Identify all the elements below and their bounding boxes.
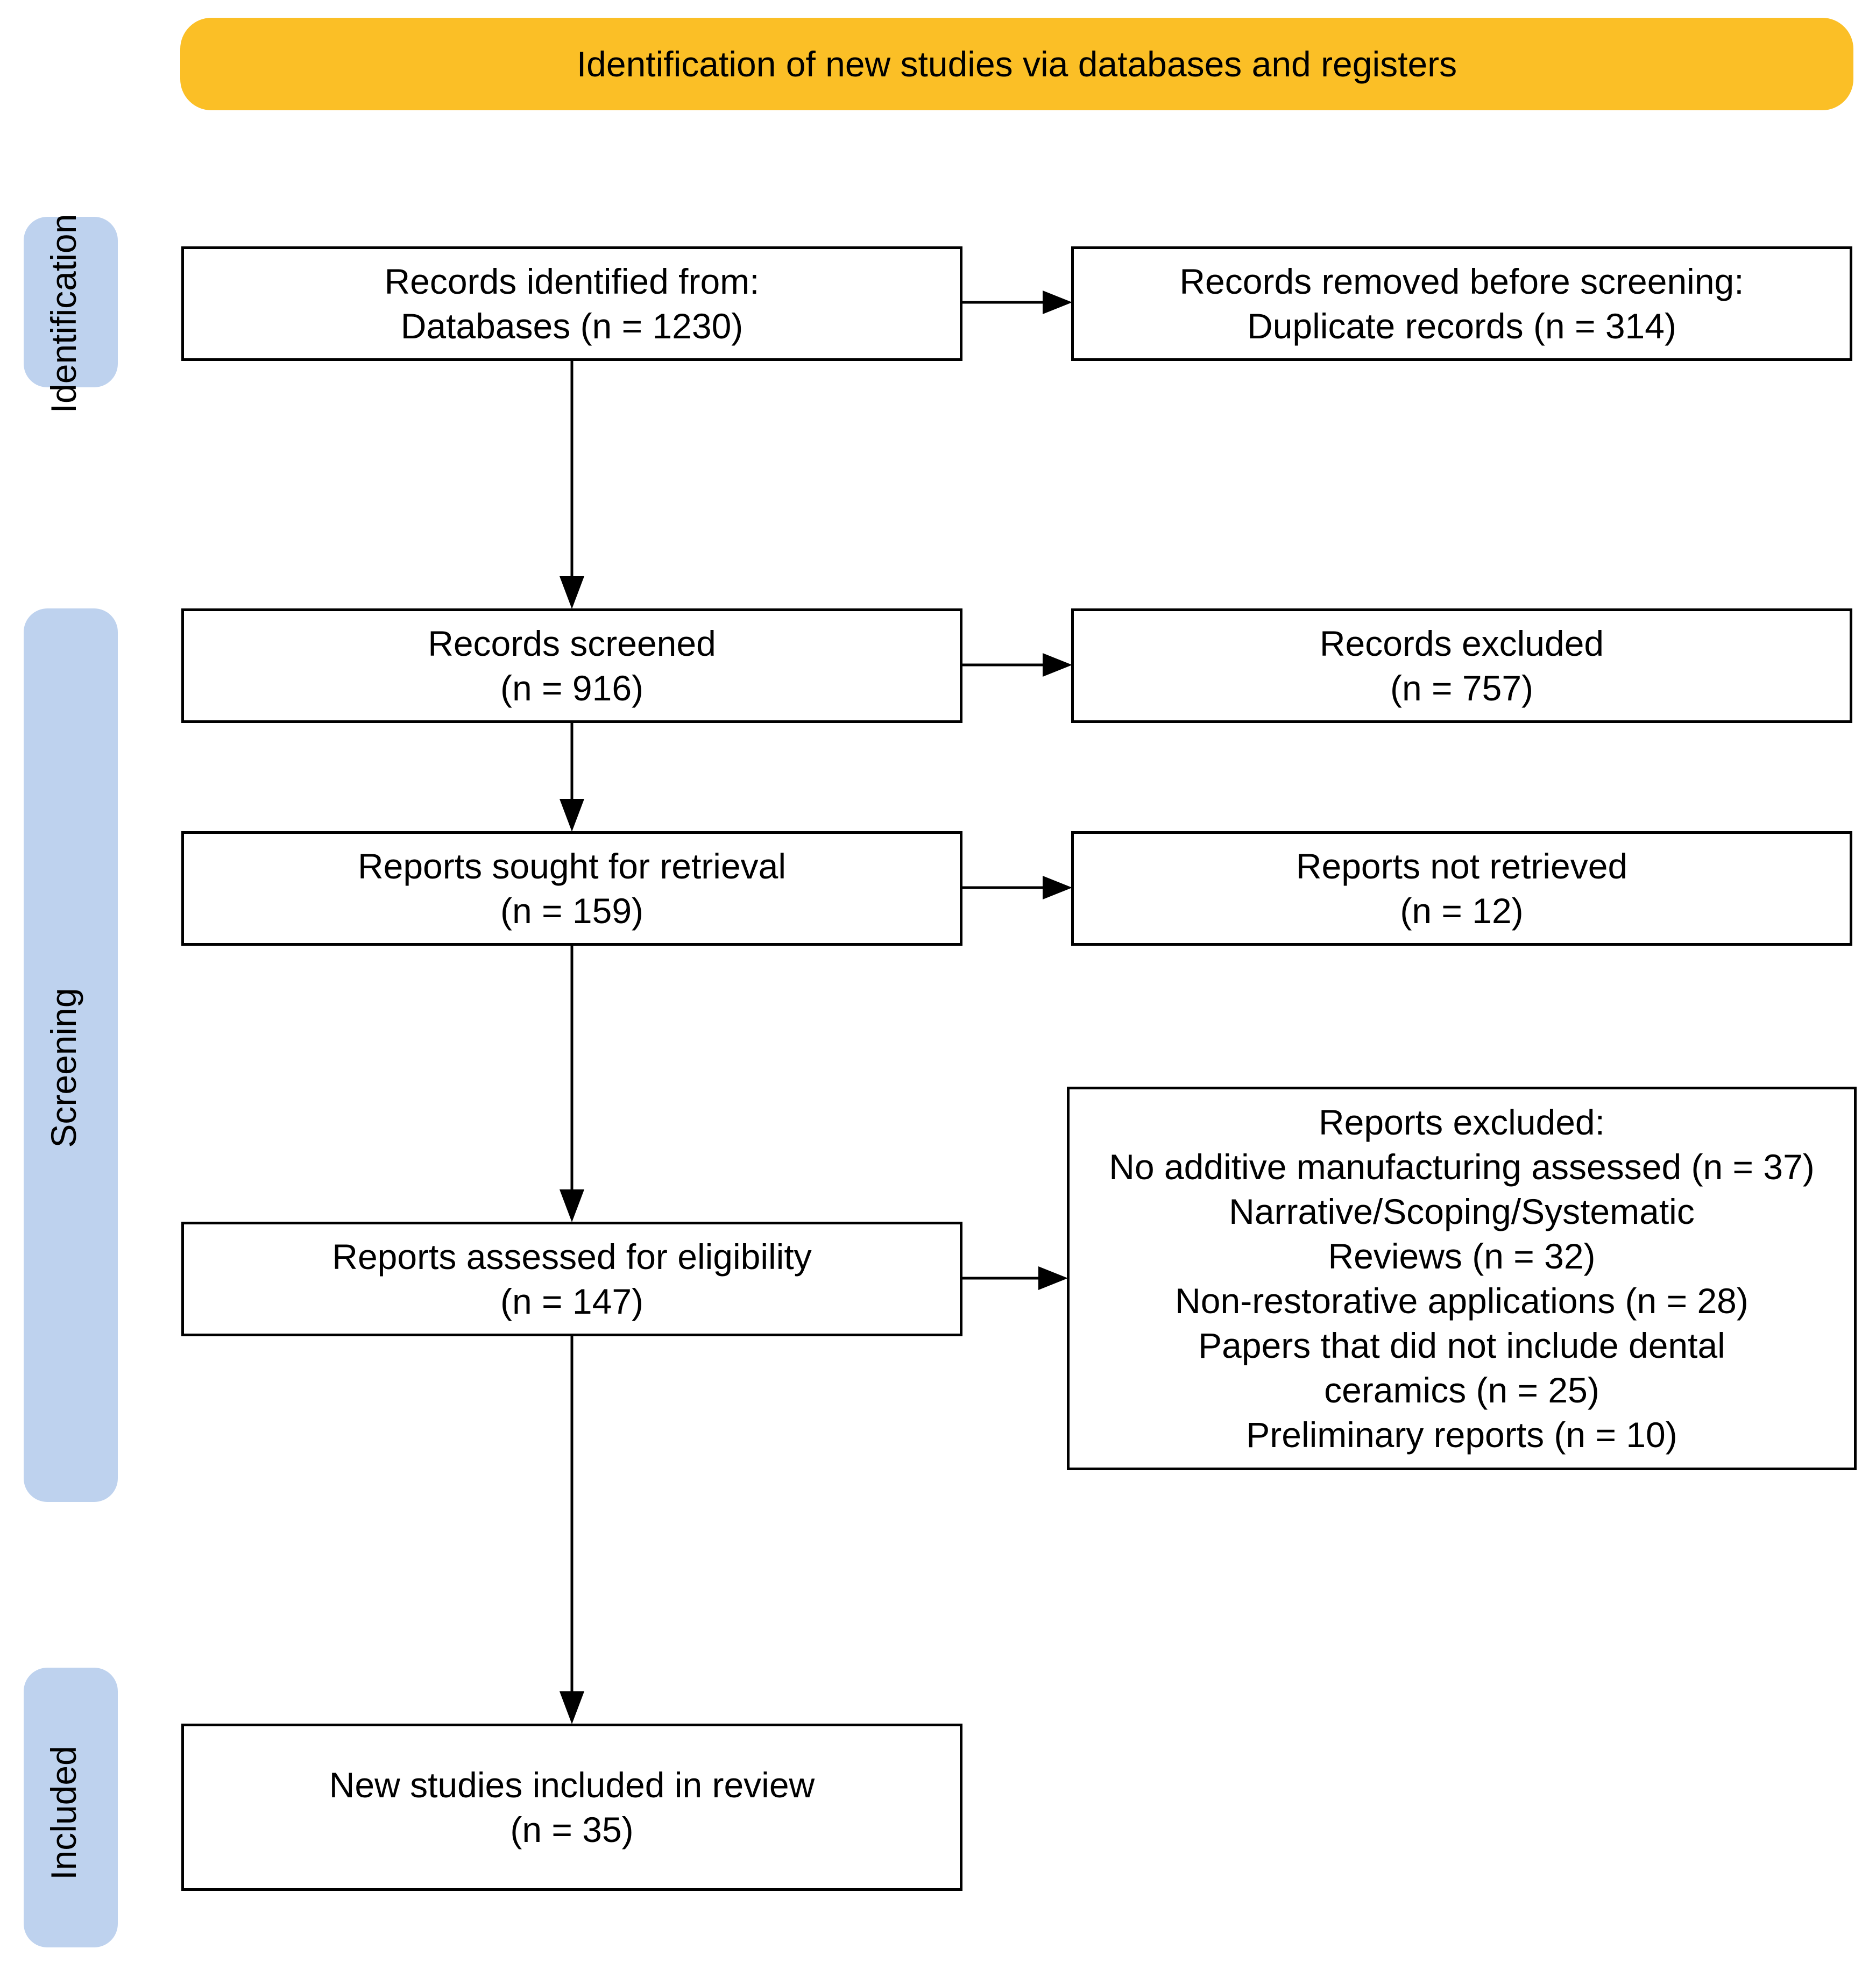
phase-band-screening <box>24 608 118 1502</box>
box-records-removed: Records removed before screening: Duplic… <box>1071 246 1852 361</box>
arrowhead-records-excluded <box>1043 653 1072 677</box>
arrowhead-sought <box>560 799 584 832</box>
box-records-screened: Records screened (n = 916) <box>181 608 962 723</box>
box-reports-not-retrieved-line1: Reports not retrieved <box>1295 846 1628 886</box>
header-title: Identification of new studies via databa… <box>576 44 1457 84</box>
box-records-removed-line2: Duplicate records (n = 314) <box>1247 306 1676 346</box>
box-reports-assessed: Reports assessed for eligibility (n = 14… <box>181 1222 962 1336</box>
box-reports-not-retrieved-line2: (n = 12) <box>1400 890 1524 931</box>
box-studies-included: New studies included in review (n = 35) <box>181 1724 962 1891</box>
box-reports-excluded-line: Preliminary reports (n = 10) <box>1246 1414 1677 1455</box>
arrowhead-screened <box>560 576 584 609</box>
arrowhead-reports-excluded <box>1038 1266 1068 1290</box>
box-reports-excluded-line: Reviews (n = 32) <box>1328 1236 1596 1276</box>
box-records-excluded: Records excluded (n = 757) <box>1071 608 1852 723</box>
box-reports-not-retrieved: Reports not retrieved (n = 12) <box>1071 831 1852 946</box>
phase-band-identification <box>24 217 118 387</box>
box-reports-excluded: Reports excluded: No additive manufactur… <box>1067 1087 1857 1470</box>
box-reports-assessed-line2: (n = 147) <box>500 1281 643 1321</box>
box-records-removed-line1: Records removed before screening: <box>1179 261 1744 301</box>
arrowhead-removed <box>1043 290 1072 314</box>
box-reports-excluded-line: Papers that did not include dental <box>1198 1325 1725 1365</box>
box-reports-excluded-line: Non-restorative applications (n = 28) <box>1175 1280 1748 1321</box>
box-records-identified-line1: Records identified from: <box>384 261 760 301</box>
arrowhead-assessed <box>560 1189 584 1222</box>
box-reports-sought-line1: Reports sought for retrieval <box>357 846 787 886</box>
box-reports-excluded-line: Reports excluded: <box>1319 1102 1605 1142</box>
arrowhead-not-retrieved <box>1043 876 1072 899</box>
box-records-excluded-line1: Records excluded <box>1319 623 1604 663</box>
box-reports-excluded-line: ceramics (n = 25) <box>1324 1370 1599 1410</box>
header-bar: Identification of new studies via databa… <box>180 18 1853 110</box>
arrowhead-included <box>560 1691 584 1724</box>
box-records-identified-line2: Databases (n = 1230) <box>400 306 744 346</box>
box-reports-sought-line2: (n = 159) <box>500 890 643 931</box>
box-reports-excluded-line: No additive manufacturing assessed (n = … <box>1109 1146 1815 1187</box>
box-reports-sought: Reports sought for retrieval (n = 159) <box>181 831 962 946</box>
box-records-identified: Records identified from: Databases (n = … <box>181 246 962 361</box>
box-studies-included-line2: (n = 35) <box>510 1809 634 1849</box>
box-records-excluded-line2: (n = 757) <box>1390 668 1533 708</box>
box-reports-assessed-line1: Reports assessed for eligibility <box>332 1236 812 1277</box>
box-records-screened-line2: (n = 916) <box>500 668 643 708</box>
box-reports-excluded-line: Narrative/Scoping/Systematic <box>1229 1191 1695 1231</box>
box-records-screened-line1: Records screened <box>428 623 716 663</box>
box-studies-included-line1: New studies included in review <box>329 1764 815 1805</box>
phase-band-included <box>24 1668 118 1947</box>
